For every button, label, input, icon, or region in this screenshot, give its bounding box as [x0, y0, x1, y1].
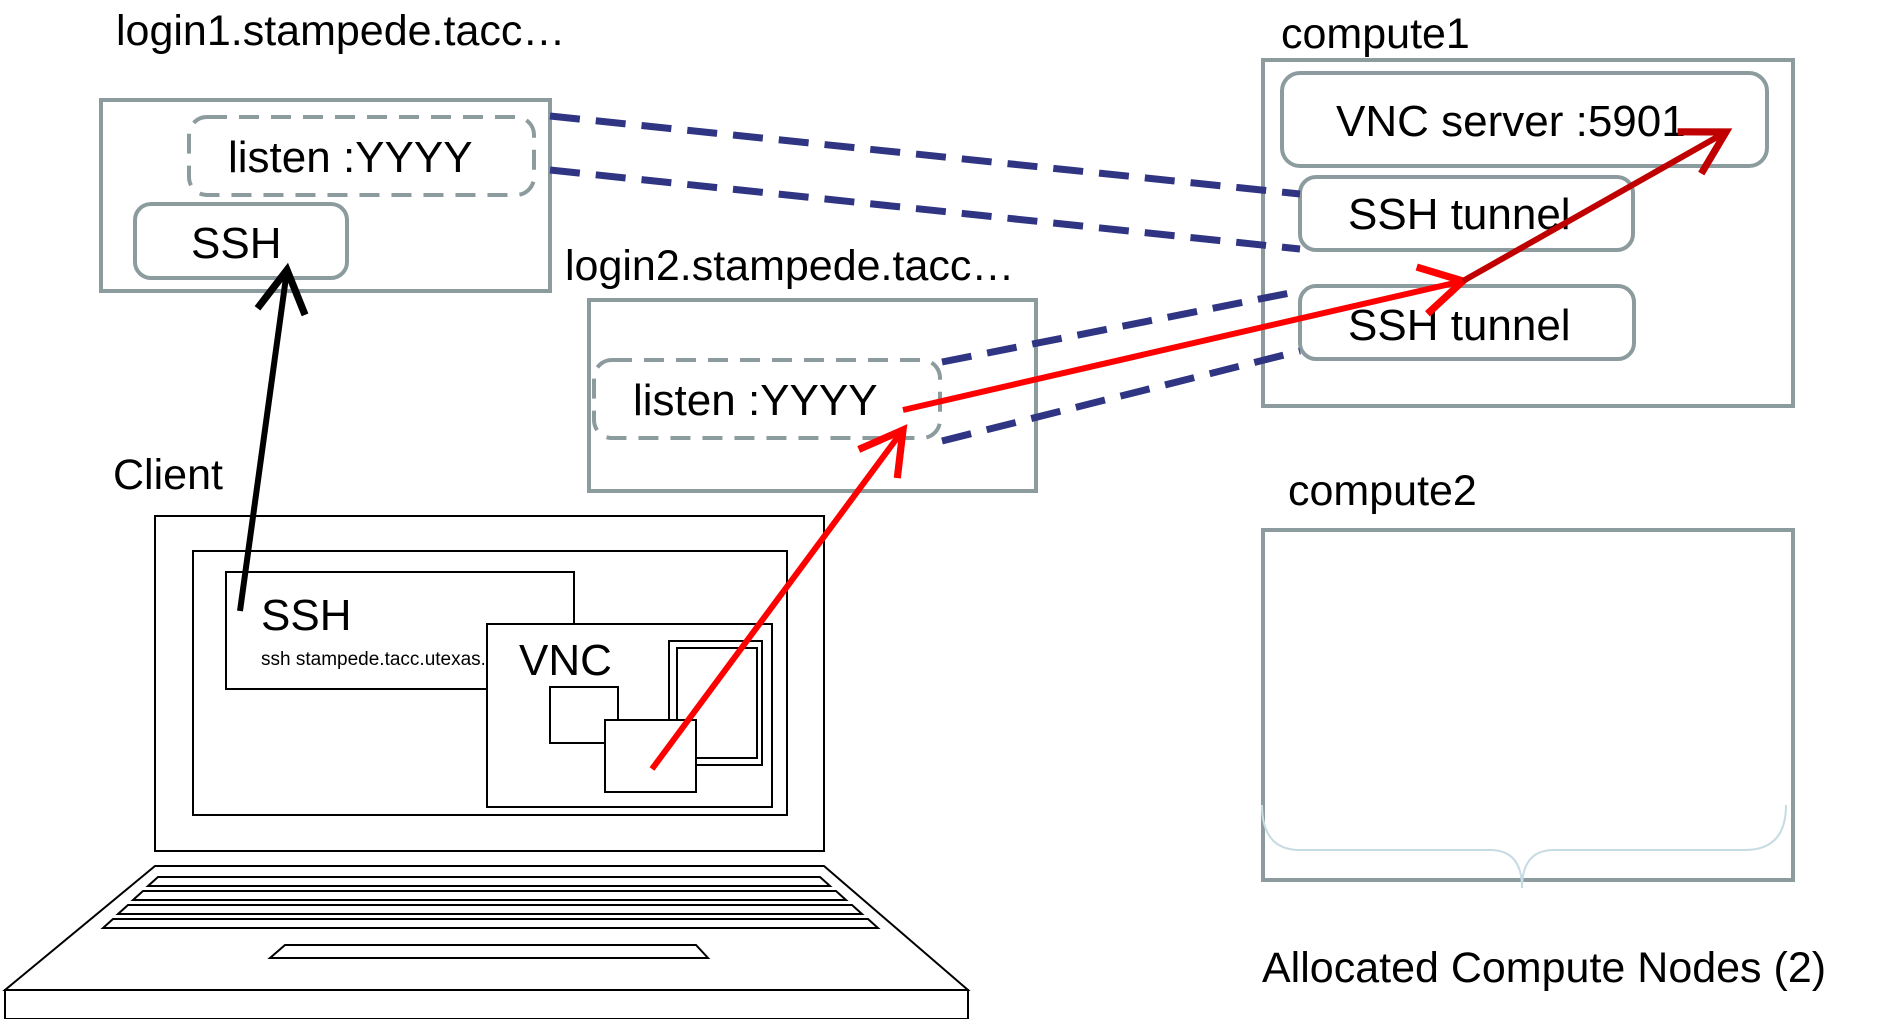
login1-ssh-label: SSH	[191, 219, 281, 268]
allocated-nodes-label: Allocated Compute Nodes (2)	[1262, 944, 1826, 992]
ssh-command: ssh stampede.tacc.utexas.edu	[261, 649, 518, 670]
client-title: Client	[113, 451, 223, 499]
login1-listen-label: listen :YYYY	[228, 133, 473, 182]
login1-title: login1.stampede.tacc…	[116, 7, 565, 55]
tunnel-login2-lower	[941, 347, 1301, 445]
laptop-screen-bezel	[154, 515, 825, 852]
login2-title: login2.stampede.tacc…	[565, 242, 1014, 290]
ssh-tunnel-label-2: SSH tunnel	[1348, 301, 1571, 350]
laptop-trackpad	[267, 944, 711, 959]
vnc-window-title: VNC	[519, 636, 612, 685]
keyboard-row-4	[100, 918, 881, 929]
keyboard-row-1	[145, 876, 833, 887]
compute2-node-box	[1261, 528, 1795, 882]
tunnel-login1-upper	[549, 112, 1301, 198]
tunnel-login1-lower	[549, 166, 1301, 253]
laptop-screen	[192, 550, 788, 816]
compute2-title: compute2	[1288, 467, 1477, 515]
ssh-login-arrow	[237, 262, 309, 612]
vnc-server-box	[1280, 71, 1769, 168]
login2-listen-label: listen :YYYY	[633, 376, 878, 425]
ssh-tunnel-box-1	[1298, 175, 1635, 252]
keyboard-row-3	[115, 904, 865, 915]
compute1-title: compute1	[1281, 10, 1470, 58]
login2-node-box	[587, 298, 1038, 493]
ssh-tunnel-label-1: SSH tunnel	[1348, 190, 1571, 239]
vnc-path-client-to-login2	[649, 424, 908, 771]
laptop-front-edge	[4, 989, 969, 1019]
vnc-path-login2-to-compute1	[902, 263, 1471, 413]
login1-listen-box	[187, 115, 536, 197]
tunnel-login2-upper	[941, 287, 1301, 366]
ssh-window-title: SSH	[261, 591, 351, 640]
login1-ssh-box	[133, 202, 349, 280]
vnc-server-label: VNC server :5901	[1336, 97, 1686, 146]
keyboard-row-2	[130, 890, 849, 901]
compute1-node-box	[1261, 58, 1795, 408]
login1-node-box	[99, 98, 552, 293]
allocation-brace	[1261, 804, 1787, 889]
vnc-path-to-vnc-server	[1461, 128, 1733, 284]
